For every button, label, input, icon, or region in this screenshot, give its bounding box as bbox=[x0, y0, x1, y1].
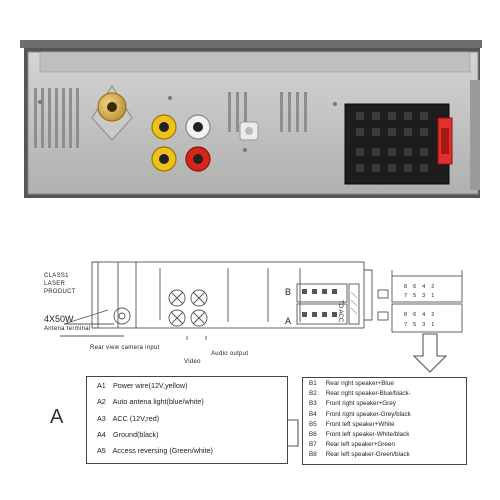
connector-letter-b: B bbox=[285, 287, 292, 297]
legend-a-row: A4 Ground(black) bbox=[97, 430, 159, 439]
power-rating-label: 4X50W bbox=[44, 314, 74, 324]
pinout-top-row1: 8642 bbox=[404, 284, 441, 290]
wiring-legend-a: A1 Power wire(12V,yellow) A2 Auto antena… bbox=[86, 376, 288, 464]
laser-label-line2: LASER bbox=[44, 281, 66, 287]
to-acc-label: TO ACC bbox=[337, 300, 343, 323]
legend-b-row: B4 Front right speaker-Grey/black bbox=[309, 411, 411, 418]
legend-b-row: B8 Rear left speaker-Green/black bbox=[309, 451, 410, 458]
legend-b-row: B1 Rear right speaker+Blue bbox=[309, 380, 394, 387]
audio-output-label: Audio output bbox=[211, 351, 249, 357]
legend-b-row: B6 Front left speaker-White/black bbox=[309, 431, 410, 438]
legend-a-row: A5 Access reversing (Green/white) bbox=[97, 446, 213, 455]
legend-b-row: B3 Front right speaker+Grey bbox=[309, 400, 396, 407]
legend-b-row: B5 Front left speaker+White bbox=[309, 421, 395, 428]
pinout-bottom-row2: 7531 bbox=[404, 322, 441, 328]
antenna-terminal-label: Antena terminal bbox=[44, 326, 91, 332]
legend-b-row: B7 Rear left speaker+Green bbox=[309, 441, 395, 448]
legend-a-row: A2 Auto antena light(blue/white) bbox=[97, 397, 204, 406]
video-label: Video bbox=[184, 359, 201, 365]
legend-a-row: A1 Power wire(12V,yellow) bbox=[97, 381, 188, 390]
connector-letter-a: A bbox=[285, 316, 292, 326]
letter-a: A bbox=[50, 406, 64, 428]
laser-label-line3: PRODUCT bbox=[44, 289, 76, 295]
pinout-bottom-row1: 8642 bbox=[404, 312, 441, 318]
radio-back-photo bbox=[20, 40, 482, 198]
rear-camera-label: Rear view camera input bbox=[90, 345, 160, 351]
legend-a-row: A3 ACC (12V,red) bbox=[97, 414, 160, 423]
laser-label-line1: CLASS1 bbox=[44, 273, 69, 279]
pinout-top-row2: 7531 bbox=[404, 293, 441, 299]
legend-b-row: B2 Rear right speaker-Blue/black- bbox=[309, 390, 411, 397]
wiring-legend-b: B1 Rear right speaker+Blue B2 Rear right… bbox=[302, 377, 467, 465]
